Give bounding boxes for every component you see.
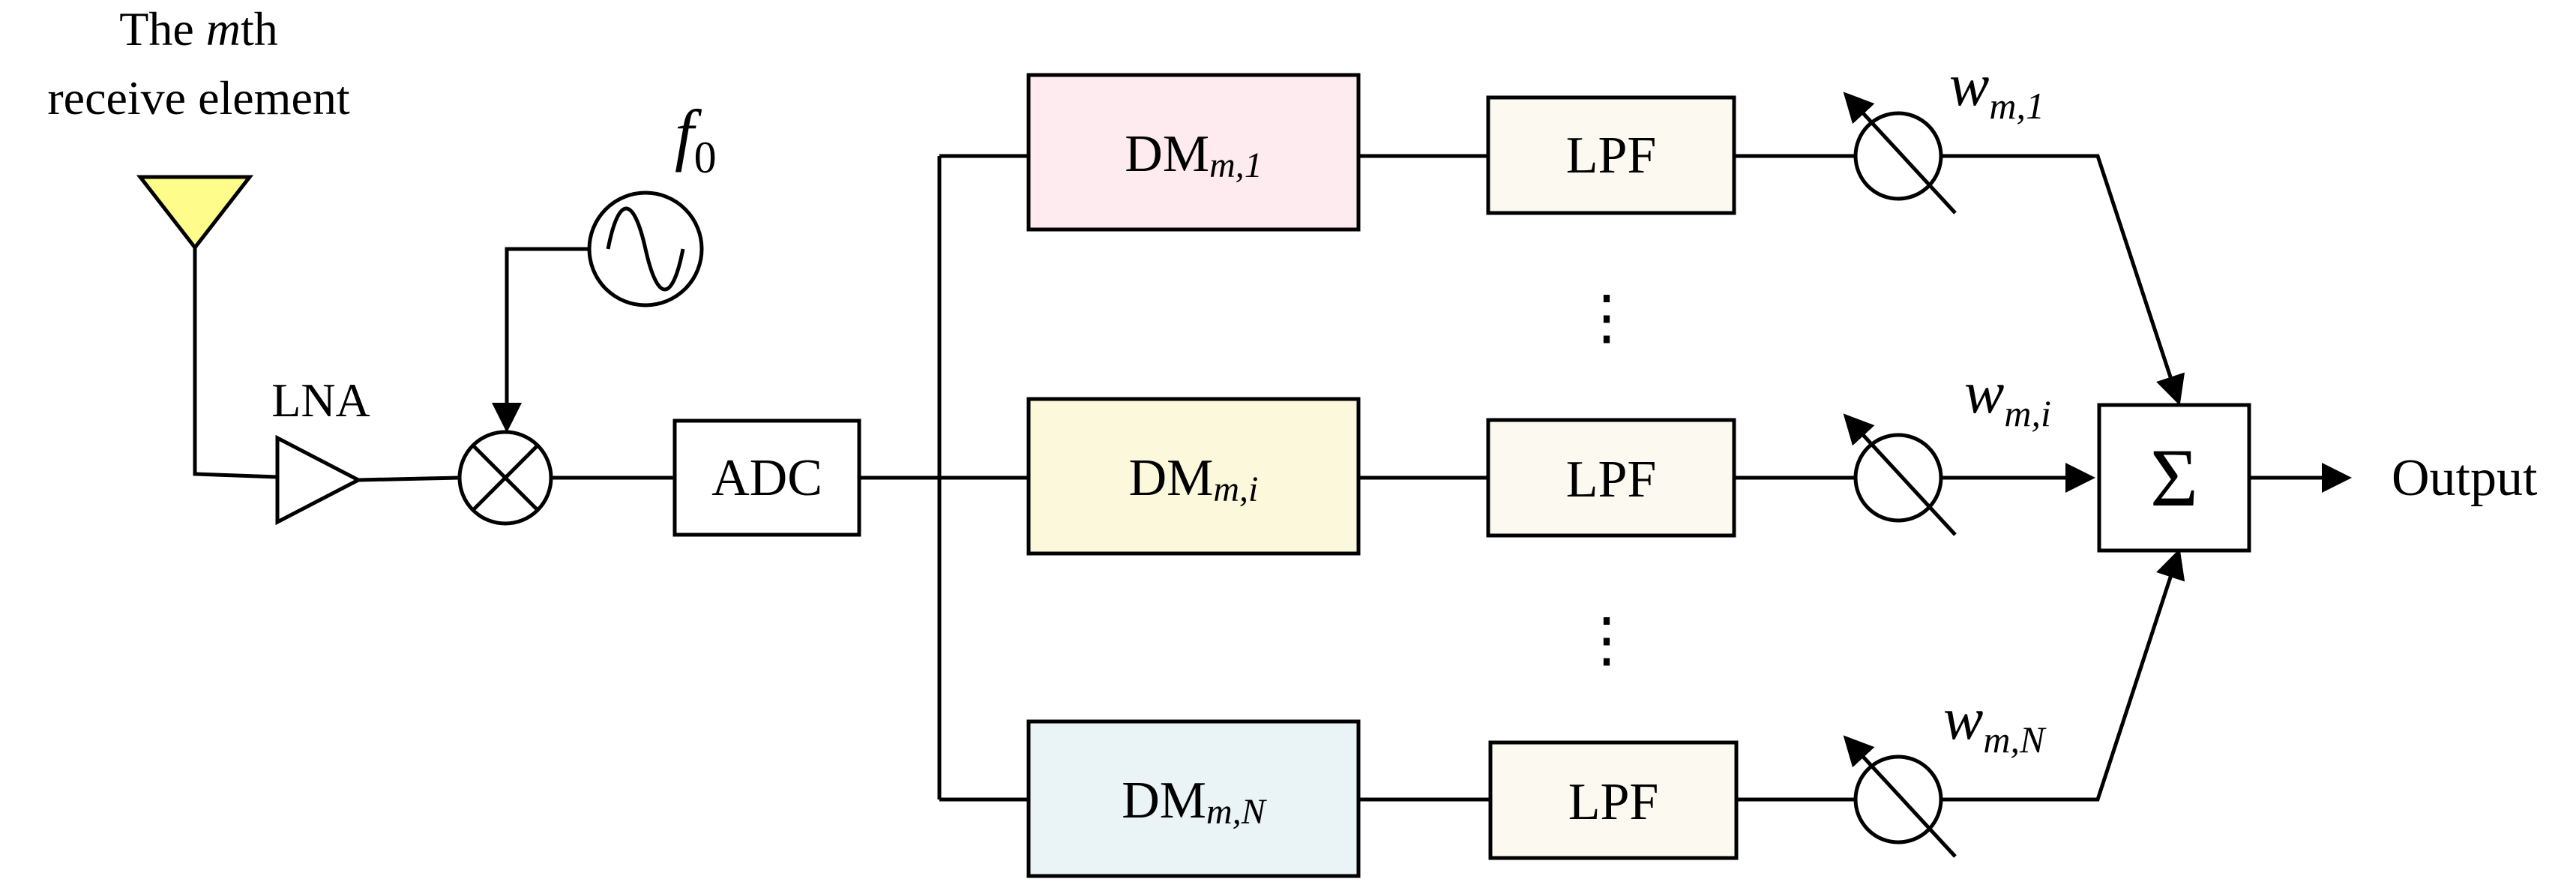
weight1-to-sum-wire: [1941, 154, 2185, 406]
antenna-icon: [136, 175, 254, 251]
antenna-feed-wire: [193, 248, 278, 479]
weight-label-i: wm,i: [1964, 360, 2051, 434]
oscillator-frequency-label: f0: [675, 96, 717, 182]
summation-symbol: Σ: [2150, 432, 2198, 524]
antenna-label-line1: The mth: [119, 2, 278, 56]
phase-shifter-icon-1: [1843, 92, 1957, 214]
demodulator-label-N: DMm,N: [1122, 772, 1267, 832]
summation-block: [2097, 403, 2251, 553]
lowpass-filter-block-i: [1486, 418, 1736, 538]
lowpass-filter-label-N: LPF: [1568, 773, 1659, 831]
demodulator-block-i: [1026, 397, 1361, 556]
weight-label-1: wm,1: [1949, 52, 2044, 127]
oscillator-icon: [587, 190, 704, 308]
antenna-label-line2: receive element: [47, 71, 350, 124]
phase-shifter-icon-N: [1843, 735, 1957, 858]
demodulator-label-i: DMm,i: [1129, 449, 1259, 509]
lowpass-filter-block-N: [1488, 740, 1739, 860]
lowpass-filter-block-1: [1486, 95, 1736, 215]
weight-label-N: wm,N: [1943, 686, 2047, 760]
lna-amplifier: [275, 434, 363, 526]
demodulator-block-N: [1026, 719, 1361, 878]
adc-label: ADC: [711, 449, 822, 507]
ellipsis-lower: ⋮: [1577, 608, 1637, 674]
output-label: Output: [2392, 449, 2538, 507]
demodulator-label-1: DMm,1: [1125, 125, 1262, 185]
phase-shifter-icon-i: [1843, 413, 1957, 536]
oscillator-to-mixer-wire: [492, 247, 589, 433]
ellipsis-upper: ⋮: [1577, 285, 1637, 351]
mixer-icon: [457, 430, 553, 526]
lna-label: LNA: [271, 374, 370, 427]
lna-to-mixer-wire: [358, 476, 460, 482]
weightN-to-sum-wire: [1941, 548, 2185, 802]
lowpass-filter-label-i: LPF: [1566, 451, 1657, 508]
lowpass-filter-label-1: LPF: [1566, 127, 1657, 184]
demodulator-block-1: [1026, 73, 1361, 232]
